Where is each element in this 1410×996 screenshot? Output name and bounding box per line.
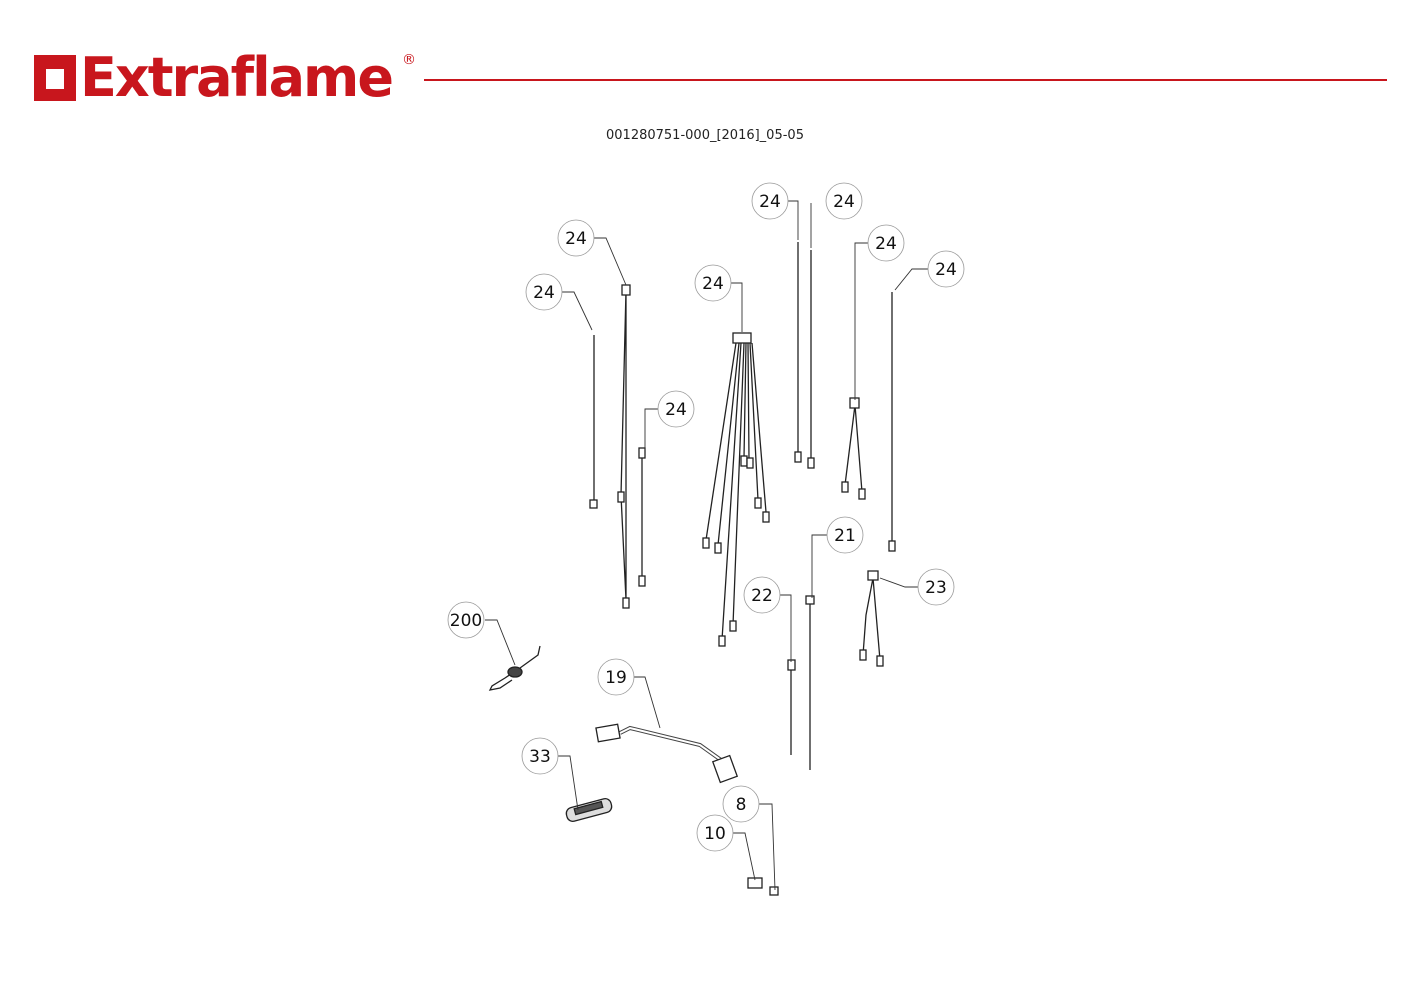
callout-circle	[722, 785, 760, 823]
callout-label: 24	[565, 229, 587, 249]
callout-label: 8	[736, 795, 747, 815]
callout-circle	[867, 224, 905, 262]
leader-line	[731, 282, 743, 332]
leader-line	[780, 594, 792, 662]
wiring-parts	[488, 242, 896, 896]
callout-label: 24	[875, 234, 897, 254]
callout-label: 24	[833, 192, 855, 212]
callout-circle	[525, 273, 563, 311]
callout-label: 24	[665, 400, 687, 420]
registered-mark: ®	[402, 52, 416, 68]
callout-circle	[917, 568, 955, 606]
leader-line	[634, 676, 661, 729]
leader-line	[733, 832, 756, 881]
callout-24: 24	[854, 224, 905, 400]
leader-line	[759, 803, 776, 891]
callout-circle	[447, 601, 485, 639]
callout-23: 23	[879, 568, 955, 606]
callout-circle	[521, 737, 559, 775]
brand-name: Extraflame	[80, 46, 394, 109]
callout-circle	[751, 182, 789, 220]
callout-33: 33	[521, 737, 579, 811]
leader-line	[644, 408, 658, 450]
leader-line	[788, 200, 799, 240]
callout-200: 200	[447, 601, 516, 666]
callout-circle	[696, 814, 734, 852]
leader-line	[558, 755, 579, 811]
callout-label: 24	[533, 283, 555, 303]
callout-label: 24	[759, 192, 781, 212]
callout-24: 24	[810, 182, 863, 248]
leader-line	[562, 291, 593, 331]
callout-circle	[557, 219, 595, 257]
leader-line	[879, 577, 918, 588]
callout-24: 24	[525, 273, 593, 331]
leader-line	[811, 534, 827, 598]
callout-19: 19	[597, 658, 661, 729]
document-code: 001280751-000_[2016]_05-05	[606, 128, 804, 143]
callout-circle	[597, 658, 635, 696]
callout-circle	[743, 576, 781, 614]
callout-label: 22	[751, 586, 773, 606]
callout-circle	[927, 250, 965, 288]
callout-24: 24	[894, 250, 965, 291]
callout-circle	[657, 390, 695, 428]
header-rule	[424, 79, 1387, 81]
callout-label: 200	[450, 611, 482, 631]
callout-24: 24	[694, 264, 743, 332]
leader-line	[894, 268, 928, 291]
callout-label: 24	[935, 260, 957, 280]
callout-label: 19	[605, 668, 627, 688]
callout-24: 24	[557, 219, 627, 286]
callout-24: 24	[644, 390, 695, 450]
callout-circle	[825, 182, 863, 220]
leader-line	[485, 619, 516, 666]
callout-22: 22	[743, 576, 792, 662]
callout-label: 10	[704, 824, 726, 844]
callout-circle	[826, 516, 864, 554]
callout-label: 33	[529, 747, 551, 767]
callout-8: 8	[722, 785, 776, 891]
callout-24: 24	[751, 182, 799, 240]
extraflame-logo: Extraflame	[34, 46, 394, 109]
leader-line	[594, 237, 627, 286]
logo-mark-icon	[34, 55, 76, 101]
leader-line	[854, 242, 868, 400]
callout-10: 10	[696, 814, 756, 881]
callout-21: 21	[811, 516, 864, 598]
callout-circle	[694, 264, 732, 302]
callout-label: 21	[834, 526, 856, 546]
callout-label: 24	[702, 274, 724, 294]
callout-label: 23	[925, 578, 947, 598]
